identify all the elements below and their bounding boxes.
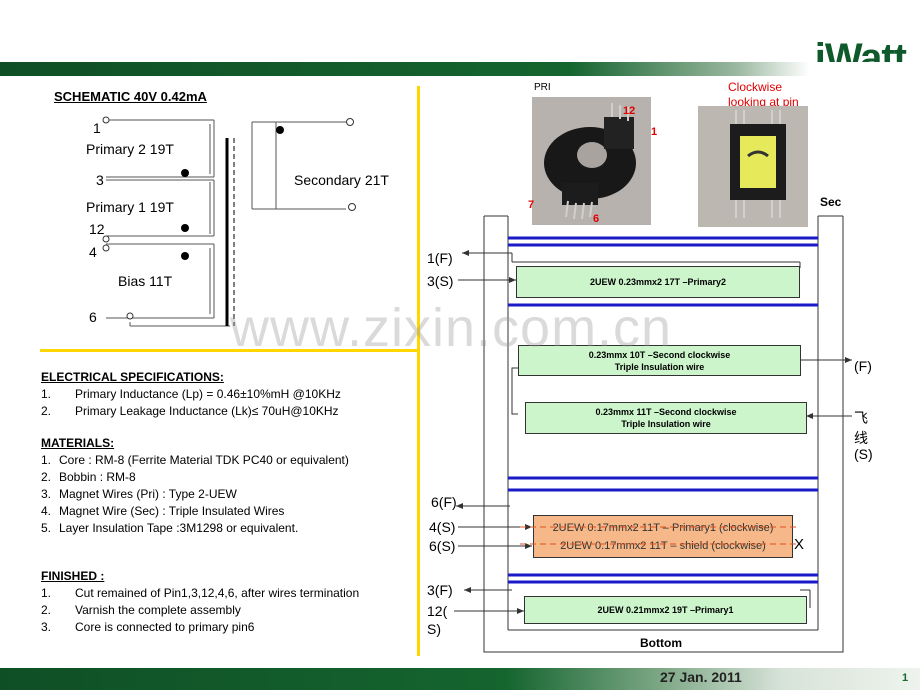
lead-label-3F: 3(F) — [427, 582, 453, 598]
materials-text: Bobbin : RM-8 — [59, 470, 136, 484]
flying-lead-char-1: 飞 — [854, 410, 868, 426]
materials-text: Magnet Wires (Pri) : Type 2-UEW — [59, 487, 237, 501]
materials-num: 2. — [41, 470, 52, 484]
winding-sec1-line1: 0.23mmx 10T –Second clockwise — [588, 349, 731, 360]
page-number: 1 — [902, 672, 909, 684]
lead-label-4S: 4(S) — [429, 519, 456, 535]
lead-label-6S: 6(S) — [429, 538, 456, 554]
winding-box-primary1: 2UEW 0.21mmx2 19T –Primary1 — [524, 596, 807, 624]
winding-sec1-line2: Triple Insulation wire — [614, 361, 705, 372]
bias-dashed-lines — [520, 526, 800, 545]
clockwise-note: Clockwise looking at pin — [728, 80, 799, 107]
finished-text: Varnish the complete assembly — [75, 603, 241, 617]
schematic-pin4: 4 — [89, 244, 97, 260]
schematic-primary1-label: Primary 1 19T — [86, 199, 174, 215]
winding-sec2-line1: 0.23mmx 11T –Second clockwise — [595, 407, 737, 417]
finished-item: 1. Cut remained of Pin1,3,12,4,6, after w… — [41, 585, 359, 602]
schematic-pin3: 3 — [96, 172, 104, 188]
schematic-primary2-label: Primary 2 19T — [86, 141, 174, 157]
top-banner-bar — [0, 62, 920, 76]
materials-text: Core : RM-8 (Ferrite Material TDK PC40 o… — [59, 453, 349, 467]
footer-bar — [0, 668, 920, 690]
pri-photo-label: PRI — [534, 82, 551, 93]
schematic-pin12: 12 — [89, 221, 105, 237]
materials-text: Magnet Wire (Sec) : Triple Insulated Wir… — [59, 504, 285, 518]
lead-label-1F: 1(F) — [427, 250, 453, 266]
winding-primary2-text: 2UEW 0.23mmx2 17T –Primary2 — [589, 277, 727, 287]
lead-label-6F: 6(F) — [431, 494, 457, 510]
finished-num: 1. — [41, 586, 52, 600]
materials-item: 4. Magnet Wire (Sec) : Triple Insulated W… — [41, 503, 284, 520]
bobbin-photo-pri — [532, 97, 651, 225]
electrical-spec-item: 1. Primary Inductance (Lp) = 0.46±10%mH @… — [41, 386, 341, 403]
winding-primary1-text: 2UEW 0.21mmx2 19T –Primary1 — [597, 605, 734, 615]
materials-heading: MATERIALS: — [41, 436, 115, 450]
finished-num: 2. — [41, 603, 52, 617]
electrical-spec-text: Primary Inductance (Lp) = 0.46±10%mH @10… — [75, 387, 341, 401]
photo-pin6-label: 6 — [593, 213, 600, 225]
vertical-divider — [417, 86, 420, 656]
materials-num: 4. — [41, 504, 52, 518]
footer-date: 27 Jan. 2011 — [660, 669, 742, 685]
materials-num: 3. — [41, 487, 52, 501]
lead-label-3S: 3(S) — [427, 273, 454, 289]
lead-label-right-S: (S) — [854, 446, 873, 462]
lead-label-right-F: (F) — [854, 358, 872, 374]
materials-num: 5. — [41, 521, 52, 535]
bottom-label: Bottom — [640, 636, 682, 650]
photo-pin1-label: 1 — [651, 126, 658, 138]
finished-text: Cut remained of Pin1,3,12,4,6, after wir… — [75, 586, 360, 600]
materials-item: 5. Layer Insulation Tape :3M1298 or equiv… — [41, 520, 298, 537]
photo-pin12-label: 12 — [623, 105, 636, 117]
schematic-title: SCHEMATIC 40V 0.42mA — [54, 89, 207, 104]
electrical-spec-item: 2. Primary Leakage Inductance (Lk)≤ 70uH@… — [41, 403, 339, 420]
lead-label-12S-b: S) — [427, 621, 441, 637]
flying-lead-char-2: 线 — [854, 430, 868, 446]
winding-frame — [454, 215, 852, 653]
electrical-spec-text: Primary Leakage Inductance (Lk)≤ 70uH@10… — [75, 404, 339, 418]
electrical-spec-num: 2. — [41, 404, 52, 418]
schematic-diagram — [102, 116, 356, 327]
bobbin-photo-sec — [698, 106, 808, 227]
photo-pin7-label: 7 — [528, 199, 535, 211]
materials-item: 2. Bobbin : RM-8 — [41, 469, 136, 486]
schematic-bias-label: Bias 11T — [118, 273, 173, 289]
winding-bias-line2: 2UEW 0.17mmx2 11T – shield (clockwise) — [560, 539, 766, 552]
horizontal-divider — [40, 349, 418, 352]
schematic-pin1: 1 — [93, 120, 101, 136]
finished-item: 3. Core is connected to primary pin6 — [41, 619, 254, 636]
materials-item: 3. Magnet Wires (Pri) : Type 2-UEW — [41, 486, 237, 503]
schematic-secondary-label: Secondary 21T — [294, 172, 389, 188]
finished-heading: FINISHED : — [41, 569, 105, 583]
lead-label-12S-a: 12( — [427, 603, 448, 619]
bobbin-pri-image — [532, 97, 651, 225]
finished-text: Core is connected to primary pin6 — [75, 620, 255, 634]
schematic-pin6: 6 — [89, 309, 97, 325]
electrical-spec-num: 1. — [41, 387, 52, 401]
winding-sec2-line2: Triple Insulation wire — [621, 419, 711, 429]
watermark: www.zixin.com.cn — [230, 298, 673, 358]
finished-item: 2. Varnish the complete assembly — [41, 602, 241, 619]
electrical-specs-heading: ELECTRICAL SPECIFICATIONS: — [41, 370, 224, 384]
bobbin-sec-image — [698, 106, 808, 227]
materials-text: Layer Insulation Tape :3M1298 or equival… — [59, 521, 299, 535]
cut-mark-x: X — [794, 536, 805, 553]
sec-label: Sec — [820, 195, 842, 209]
finished-num: 3. — [41, 620, 52, 634]
materials-num: 1. — [41, 453, 52, 467]
materials-item: 1. Core : RM-8 (Ferrite Material TDK PC40… — [41, 452, 349, 469]
winding-box-primary2: 2UEW 0.23mmx2 17T –Primary2 — [516, 266, 800, 298]
